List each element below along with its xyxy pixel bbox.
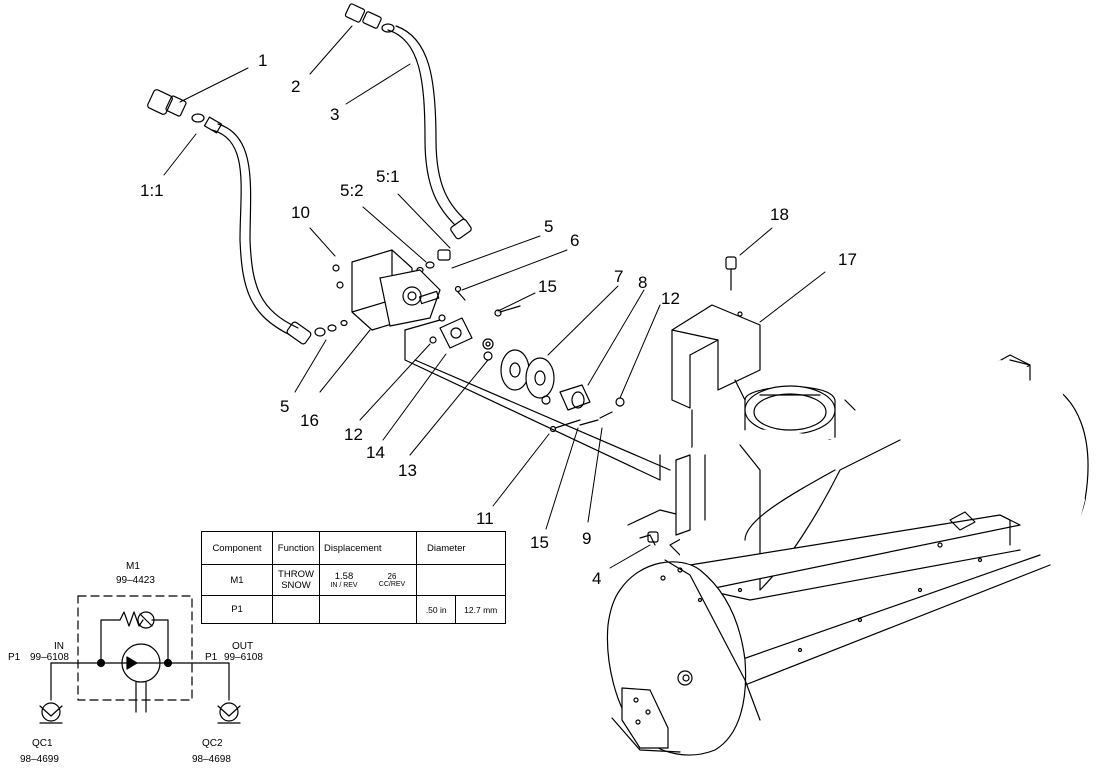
callout-12-left: 12 xyxy=(344,425,363,444)
callout-13: 13 xyxy=(398,461,417,480)
in-part-number: 99–6108 xyxy=(30,652,69,663)
function-line-1: THROW xyxy=(278,569,314,580)
spec-table: Component Function Displacement Diameter… xyxy=(201,531,506,624)
out-port-label: P1 xyxy=(205,652,218,663)
callout-16: 16 xyxy=(300,411,319,430)
callout-18: 18 xyxy=(770,205,789,224)
diameter-cell xyxy=(416,564,506,596)
hydraulic-motor xyxy=(332,249,441,331)
qc2-part-number: 98–4698 xyxy=(192,754,231,765)
blower-housing xyxy=(606,354,1089,756)
callout-labels: 1 1:1 2 3 4 5 5 5:1 5:2 6 7 8 9 10 11 12… xyxy=(140,51,857,588)
out-label: OUT xyxy=(232,641,253,652)
header-displacement: Displacement xyxy=(319,531,417,565)
callout-1-1: 1:1 xyxy=(140,181,164,200)
motor-part-number: 99–4423 xyxy=(116,575,155,586)
displacement-cell xyxy=(319,595,417,624)
displacement-cc-value: 26 xyxy=(387,572,397,581)
table-row: M1 THROW SNOW 1.58 IN / REV 26 CC/REV xyxy=(201,564,506,596)
callout-9: 9 xyxy=(582,529,591,548)
spec-table-header: Component Function Displacement Diameter xyxy=(201,531,506,565)
row-function: THROW SNOW xyxy=(272,564,320,596)
quick-coupler-2 xyxy=(344,3,395,33)
qc1-part-number: 98–4699 xyxy=(20,754,59,765)
diameter-mm: 12.7 mm xyxy=(455,595,506,624)
hose-right xyxy=(387,25,466,226)
in-port-label: P1 xyxy=(8,652,21,663)
coupler-assembly xyxy=(429,285,625,433)
hydraulic-schematic xyxy=(39,595,241,724)
callout-3: 3 xyxy=(330,105,339,124)
quick-coupler-1 xyxy=(147,89,223,134)
schematic-labels: M1 99–4423 IN P1 99–6108 OUT P1 99–6108 … xyxy=(8,561,263,765)
displacement-in-value: 1.58 xyxy=(334,571,354,582)
callout-12-right: 12 xyxy=(661,289,680,308)
function-line-2: SNOW xyxy=(281,580,311,591)
row-component: M1 xyxy=(201,564,273,596)
header-diameter: Diameter xyxy=(416,531,506,565)
motor-label: M1 xyxy=(126,561,140,572)
callout-5-right: 5 xyxy=(544,217,553,236)
callout-4: 4 xyxy=(592,569,601,588)
table-row: P1 .50 in 12.7 mm xyxy=(201,595,506,624)
callout-10: 10 xyxy=(291,203,310,222)
row-component: P1 xyxy=(201,595,273,624)
header-component: Component xyxy=(201,531,273,565)
callout-5-1: 5:1 xyxy=(376,167,400,186)
header-function: Function xyxy=(272,531,320,565)
callout-15-top: 15 xyxy=(538,277,557,296)
in-label: IN xyxy=(54,641,64,652)
callout-2: 2 xyxy=(291,77,300,96)
bracket-17 xyxy=(671,304,761,409)
callout-7: 7 xyxy=(614,267,623,286)
displacement-cc-unit: CC/REV xyxy=(378,581,406,588)
callout-5-left: 5 xyxy=(280,397,289,416)
callout-5-2: 5:2 xyxy=(340,181,364,200)
hose-left xyxy=(211,123,299,336)
callout-8: 8 xyxy=(638,273,647,292)
hose-fittings xyxy=(286,218,472,345)
displacement-in-unit: IN / REV xyxy=(330,582,358,589)
displacement-in: 1.58 IN / REV xyxy=(319,564,368,596)
qc1-label: QC1 xyxy=(32,738,53,749)
out-part-number: 99–6108 xyxy=(224,652,263,663)
callout-6: 6 xyxy=(570,231,579,250)
bolt-18 xyxy=(725,256,737,291)
displacement-cc: 26 CC/REV xyxy=(368,564,417,596)
diameter-in: .50 in xyxy=(415,595,457,624)
callout-14: 14 xyxy=(366,443,385,462)
callout-15-bottom: 15 xyxy=(530,533,549,552)
row-function xyxy=(272,595,320,624)
qc2-label: QC2 xyxy=(202,738,223,749)
callout-11: 11 xyxy=(476,509,494,528)
callout-1: 1 xyxy=(258,51,267,70)
callout-17: 17 xyxy=(838,250,857,269)
leader-lines xyxy=(163,25,826,569)
